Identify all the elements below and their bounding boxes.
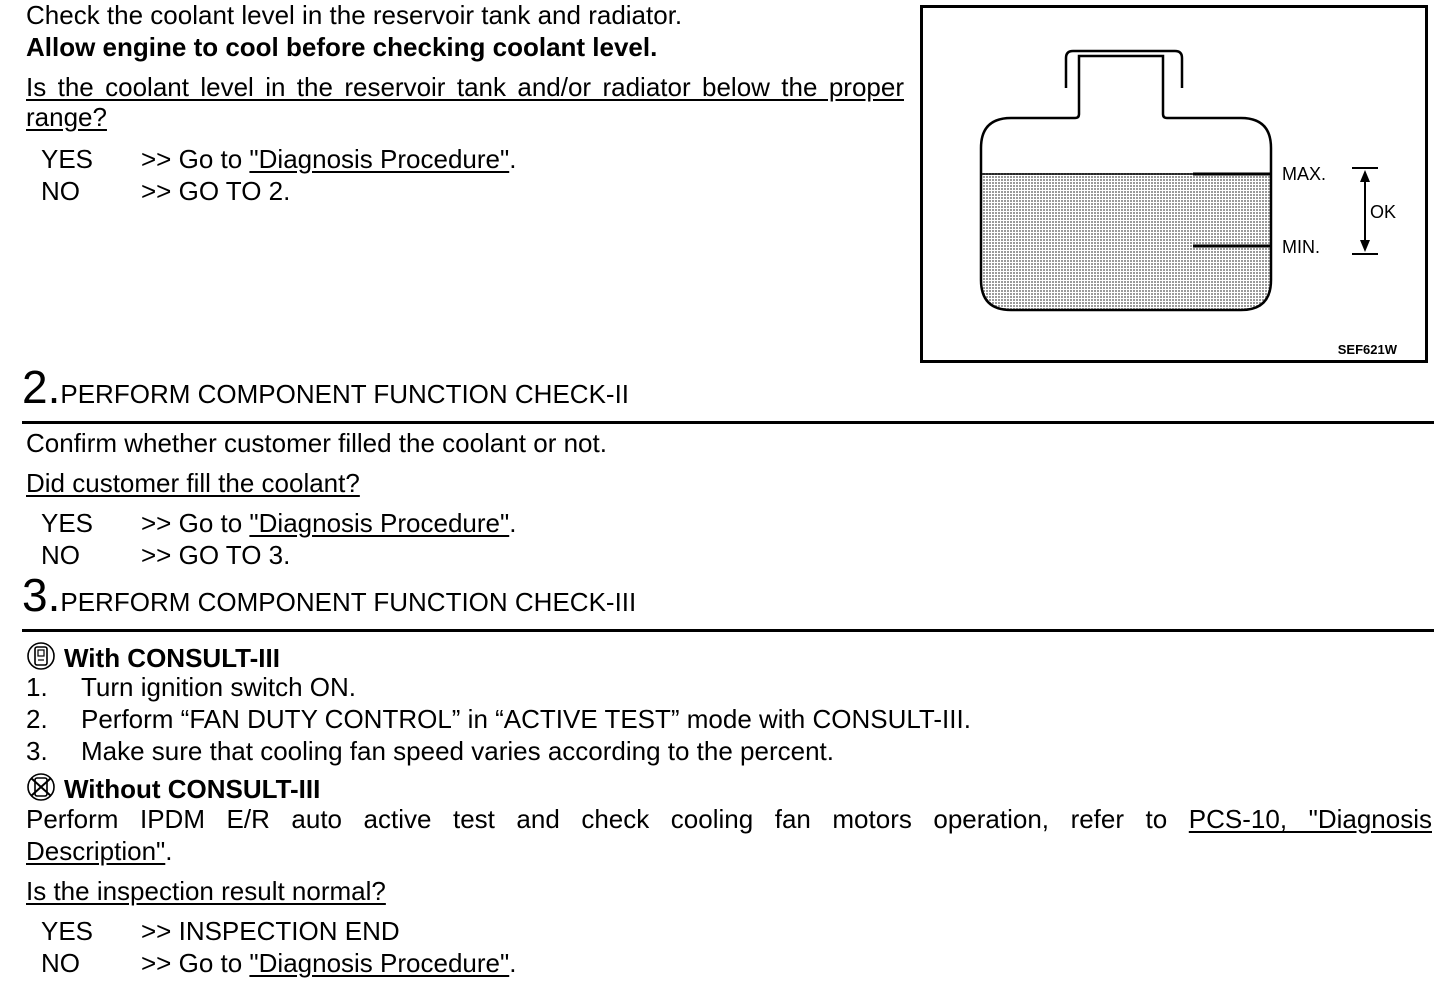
step3-heading: 3.PERFORM COMPONENT FUNCTION CHECK-III bbox=[22, 572, 636, 618]
text-suffix: . bbox=[165, 836, 173, 866]
answer-text: >> Go to bbox=[141, 508, 250, 538]
step-number: 2. bbox=[22, 361, 61, 413]
answer-text: >> Go to bbox=[141, 144, 250, 174]
without-text: Perform IPDM E/R auto active test and ch… bbox=[26, 804, 1168, 834]
procedure-item: 1. Turn ignition switch ON. bbox=[26, 672, 356, 702]
answer-key: YES bbox=[41, 508, 94, 538]
no-consult-tool-icon bbox=[27, 773, 55, 801]
diagnosis-procedure-link[interactable]: "Diagnosis Procedure" bbox=[249, 144, 510, 174]
reservoir-tank-illustration bbox=[979, 49, 1378, 312]
step-number: 3. bbox=[22, 569, 61, 621]
tank-outline bbox=[979, 54, 1273, 312]
step-title: PERFORM COMPONENT FUNCTION CHECK-III bbox=[60, 587, 637, 617]
answer-key: YES bbox=[41, 916, 94, 946]
step1-answer-yes: YES >> Go to "Diagnosis Procedure". bbox=[41, 144, 516, 174]
answer-suffix: . bbox=[509, 508, 517, 538]
answer-key: NO bbox=[41, 176, 80, 206]
coolant-reservoir-figure: MAX. MIN. OK SEF621W bbox=[920, 5, 1428, 363]
with-consult-label: With CONSULT-III bbox=[64, 643, 280, 673]
diagnosis-procedure-link[interactable]: "Diagnosis Procedure" bbox=[249, 508, 510, 538]
step2-heading: 2.PERFORM COMPONENT FUNCTION CHECK-II bbox=[22, 364, 629, 410]
pcs-10-link-cont[interactable]: Description" bbox=[26, 836, 166, 866]
without-consult-heading: Without CONSULT-III bbox=[24, 772, 320, 804]
answer-suffix: . bbox=[509, 144, 517, 174]
min-label: MIN. bbox=[1282, 237, 1320, 257]
step3-answer-no: NO >> Go to "Diagnosis Procedure". bbox=[41, 948, 516, 978]
tank-cap bbox=[1064, 49, 1184, 88]
item-text: Make sure that cooling fan speed varies … bbox=[81, 736, 834, 766]
consult-tool-icon bbox=[27, 642, 55, 670]
answer-key: NO bbox=[41, 540, 80, 570]
pcs-10-link[interactable]: PCS-10, "Diagnosis bbox=[1188, 804, 1432, 834]
section-divider bbox=[22, 421, 1434, 424]
item-number: 1. bbox=[26, 672, 48, 702]
step2-instruction: Confirm whether customer filled the cool… bbox=[26, 428, 607, 458]
step1-warning: Allow engine to cool before checking coo… bbox=[26, 32, 658, 62]
answer-text: >> INSPECTION END bbox=[141, 916, 400, 946]
ok-label: OK bbox=[1370, 202, 1397, 222]
coolant-liquid bbox=[981, 173, 1271, 310]
answer-key: YES bbox=[41, 144, 94, 174]
step1-instruction: Check the coolant level in the reservoir… bbox=[26, 0, 683, 30]
item-text: Perform “FAN DUTY CONTROL” in “ACTIVE TE… bbox=[81, 704, 971, 734]
section-divider bbox=[22, 629, 1434, 632]
answer-key: NO bbox=[41, 948, 80, 978]
step1-answer-no: NO >> GO TO 2. bbox=[41, 176, 290, 206]
max-label: MAX. bbox=[1282, 164, 1327, 184]
without-consult-text: Perform IPDM E/R auto active test and ch… bbox=[26, 804, 1432, 834]
answer-suffix: . bbox=[509, 948, 517, 978]
step2-answer-no: NO >> GO TO 3. bbox=[41, 540, 290, 570]
with-consult-heading: With CONSULT-III bbox=[24, 641, 280, 673]
item-text: Turn ignition switch ON. bbox=[81, 672, 357, 702]
step2-answer-yes: YES >> Go to "Diagnosis Procedure". bbox=[41, 508, 516, 538]
figure-code: SEF621W bbox=[1337, 342, 1397, 357]
step-title: PERFORM COMPONENT FUNCTION CHECK-II bbox=[60, 379, 630, 409]
without-consult-text-line2: Description". bbox=[26, 836, 173, 866]
answer-text: >> Go to bbox=[141, 948, 250, 978]
step1-question: Is the coolant level in the reservoir ta… bbox=[26, 72, 904, 132]
without-consult-label: Without CONSULT-III bbox=[64, 774, 321, 804]
diagnosis-procedure-link[interactable]: "Diagnosis Procedure" bbox=[249, 948, 510, 978]
procedure-item: 3. Make sure that cooling fan speed varie… bbox=[26, 736, 834, 766]
answer-text: >> GO TO 2. bbox=[141, 176, 291, 206]
item-number: 3. bbox=[26, 736, 48, 766]
step3-question: Is the inspection result normal? bbox=[26, 876, 386, 906]
item-number: 2. bbox=[26, 704, 48, 734]
step3-answer-yes: YES >> INSPECTION END bbox=[41, 916, 400, 946]
step2-question: Did customer fill the coolant? bbox=[26, 468, 360, 498]
procedure-item: 2. Perform “FAN DUTY CONTROL” in “ACTIVE … bbox=[26, 704, 971, 734]
answer-text: >> GO TO 3. bbox=[141, 540, 291, 570]
